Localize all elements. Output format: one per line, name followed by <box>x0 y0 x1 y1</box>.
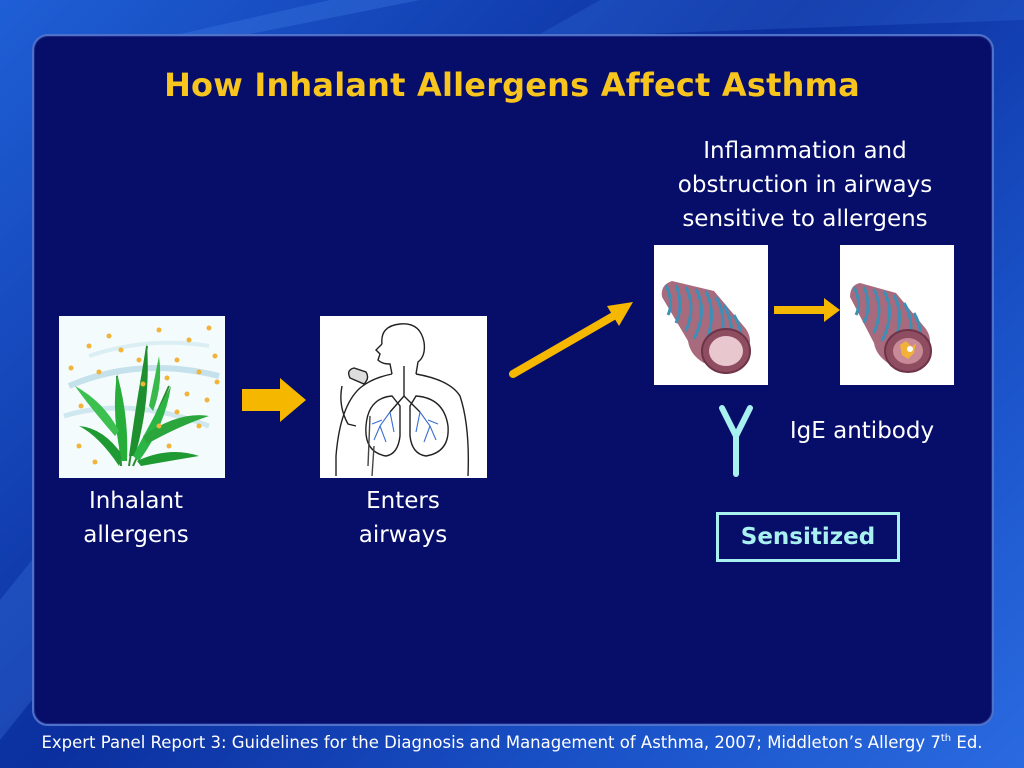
inflammation-label: Inflammation and obstruction in airways … <box>677 138 933 232</box>
human-lungs-illustration <box>320 316 487 478</box>
citation-footer: Expert Panel Report 3: Guidelines for th… <box>41 733 983 752</box>
narrowed-airway-illustration <box>840 245 954 385</box>
allergens-label: Inhalant allergens <box>83 488 189 548</box>
plant-pollen-illustration <box>59 316 225 478</box>
airways-label: Enters airways <box>358 488 448 548</box>
ige-antibody-label: IgE antibody <box>789 418 935 444</box>
airway-tube-illustration <box>654 245 768 385</box>
sensitized-badge: Sensitized <box>716 512 900 562</box>
slide-title: How Inhalant Allergens Affect Asthma <box>164 66 860 104</box>
